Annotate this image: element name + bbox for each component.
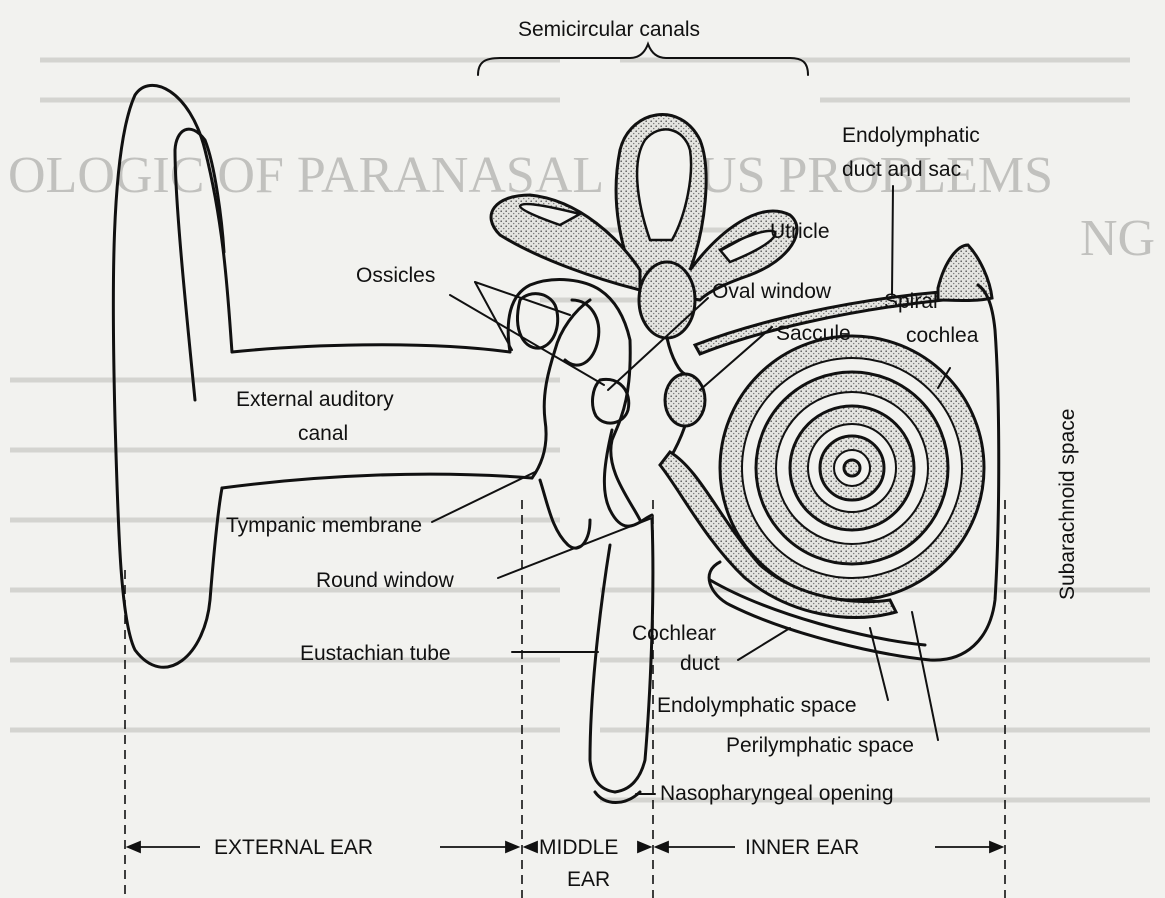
label-cochlear-duct-2: duct: [680, 652, 720, 675]
stapes: [593, 379, 629, 423]
label-oval-window: Oval window: [712, 280, 832, 303]
label-cochlear-duct-1: Cochlear: [632, 622, 716, 645]
region-middle-ear-1: MIDDLE: [539, 836, 618, 859]
label-spiral-cochlea-2: cochlea: [906, 324, 979, 347]
label-saccule: Saccule: [776, 322, 851, 345]
label-spiral-cochlea-1: Spiral: [884, 290, 938, 313]
utricle-body: [639, 262, 695, 338]
saccule-vestibule: [665, 338, 705, 458]
middle-ear-structure: [508, 280, 652, 549]
label-eustachian-tube: Eustachian tube: [300, 642, 451, 665]
region-middle-ear-2: EAR: [567, 868, 610, 891]
label-round-window: Round window: [316, 569, 455, 592]
saccule-body: [665, 374, 705, 426]
label-semicircular-canals: Semicircular canals: [518, 18, 700, 41]
bleed-heading-2: NG: [1080, 210, 1155, 267]
label-utricle: Utricle: [770, 220, 830, 243]
label-subarachnoid-space: Subarachnoid space: [1056, 409, 1079, 600]
label-ossicles: Ossicles: [356, 264, 435, 287]
label-external-auditory-canal-1: External auditory: [236, 388, 394, 411]
region-inner-ear: INNER EAR: [745, 836, 859, 859]
label-nasopharyngeal-opening: Nasopharyngeal opening: [660, 782, 894, 805]
malleus: [518, 294, 558, 348]
incus: [565, 300, 599, 365]
label-endolymphatic-duct-1: Endolymphatic: [842, 124, 980, 147]
region-external-ear: EXTERNAL EAR: [214, 836, 373, 859]
background-bleed-through: OLOGIC OF PARANASAL SINUS PROBLEMS NG: [8, 60, 1155, 800]
label-perilymphatic-space: Perilymphatic space: [726, 734, 914, 757]
label-endolymphatic-space: Endolymphatic space: [657, 694, 857, 717]
label-tympanic-membrane: Tympanic membrane: [226, 514, 422, 537]
label-external-auditory-canal-2: canal: [298, 422, 348, 445]
label-endolymphatic-duct-2: duct and sac: [842, 158, 961, 181]
